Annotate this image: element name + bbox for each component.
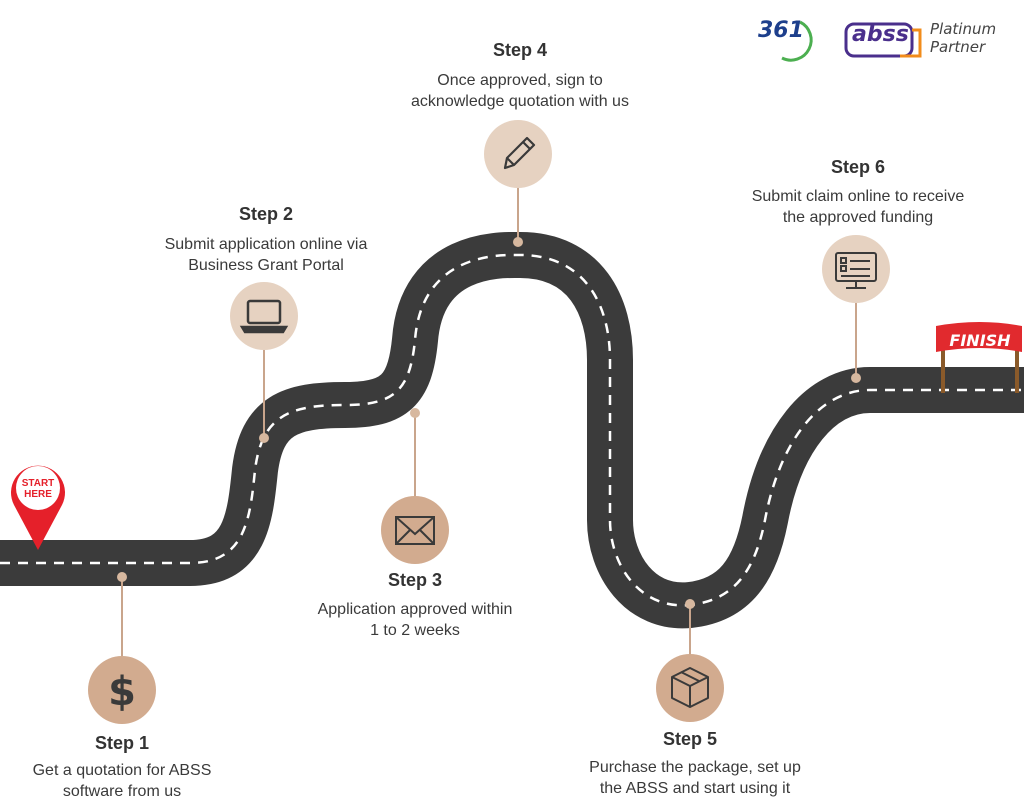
step4-circle xyxy=(484,120,552,188)
step4-description: Once approved, sign to acknowledge quota… xyxy=(411,72,629,110)
dollar-icon: $ xyxy=(108,669,136,715)
step5-title: Step 5 xyxy=(662,729,718,749)
finish-banner: FINISH xyxy=(936,322,1022,393)
step3-title: Step 3 xyxy=(387,570,443,590)
step4-title: Step 4 xyxy=(492,40,548,60)
dot-step1 xyxy=(117,572,127,582)
step6-title: Step 6 xyxy=(830,157,886,177)
step2-title: Step 2 xyxy=(238,204,294,224)
dot-step2 xyxy=(259,433,269,443)
dot-step5 xyxy=(685,599,695,609)
start-pin: START HERE xyxy=(11,465,65,550)
road-center-line xyxy=(0,253,1024,607)
road xyxy=(0,231,1024,629)
logo-abss: abss xyxy=(846,22,922,56)
start-label-line2: HERE xyxy=(24,489,52,500)
start-label-line1: START xyxy=(22,478,55,489)
partner-label: Platinum Partner xyxy=(930,20,996,56)
step6-description: Submit claim online to receive the appro… xyxy=(751,188,965,226)
step1-description: Get a quotation for ABSS software from u… xyxy=(32,762,212,800)
step5-description: Purchase the package, set up the ABSS an… xyxy=(589,759,801,797)
envelope-icon xyxy=(395,516,435,545)
step1-title: Step 1 xyxy=(94,733,150,753)
logo-361: 361 xyxy=(758,18,804,43)
box-icon xyxy=(671,667,709,708)
step1-circle xyxy=(88,656,156,724)
dot-step6 xyxy=(851,373,861,383)
pencil-icon xyxy=(503,136,536,170)
logo-361-ring xyxy=(781,20,813,62)
step2-description: Submit application online via Business G… xyxy=(164,236,368,274)
dot-step4 xyxy=(513,237,523,247)
logo-abss-mark xyxy=(844,22,922,58)
finish-label: FINISH xyxy=(949,331,1011,350)
step3-circle xyxy=(381,496,449,564)
partner-line2: Partner xyxy=(930,38,986,56)
step2-circle xyxy=(230,282,298,350)
logo-abss-text: abss xyxy=(852,22,909,47)
monitor-checklist-icon xyxy=(835,252,877,289)
svg-text:$: $ xyxy=(108,669,136,715)
partner-line1: Platinum xyxy=(930,20,997,38)
step3-description: Application approved within 1 to 2 weeks xyxy=(317,601,513,639)
dot-step3 xyxy=(410,408,420,418)
laptop-icon xyxy=(239,299,289,334)
